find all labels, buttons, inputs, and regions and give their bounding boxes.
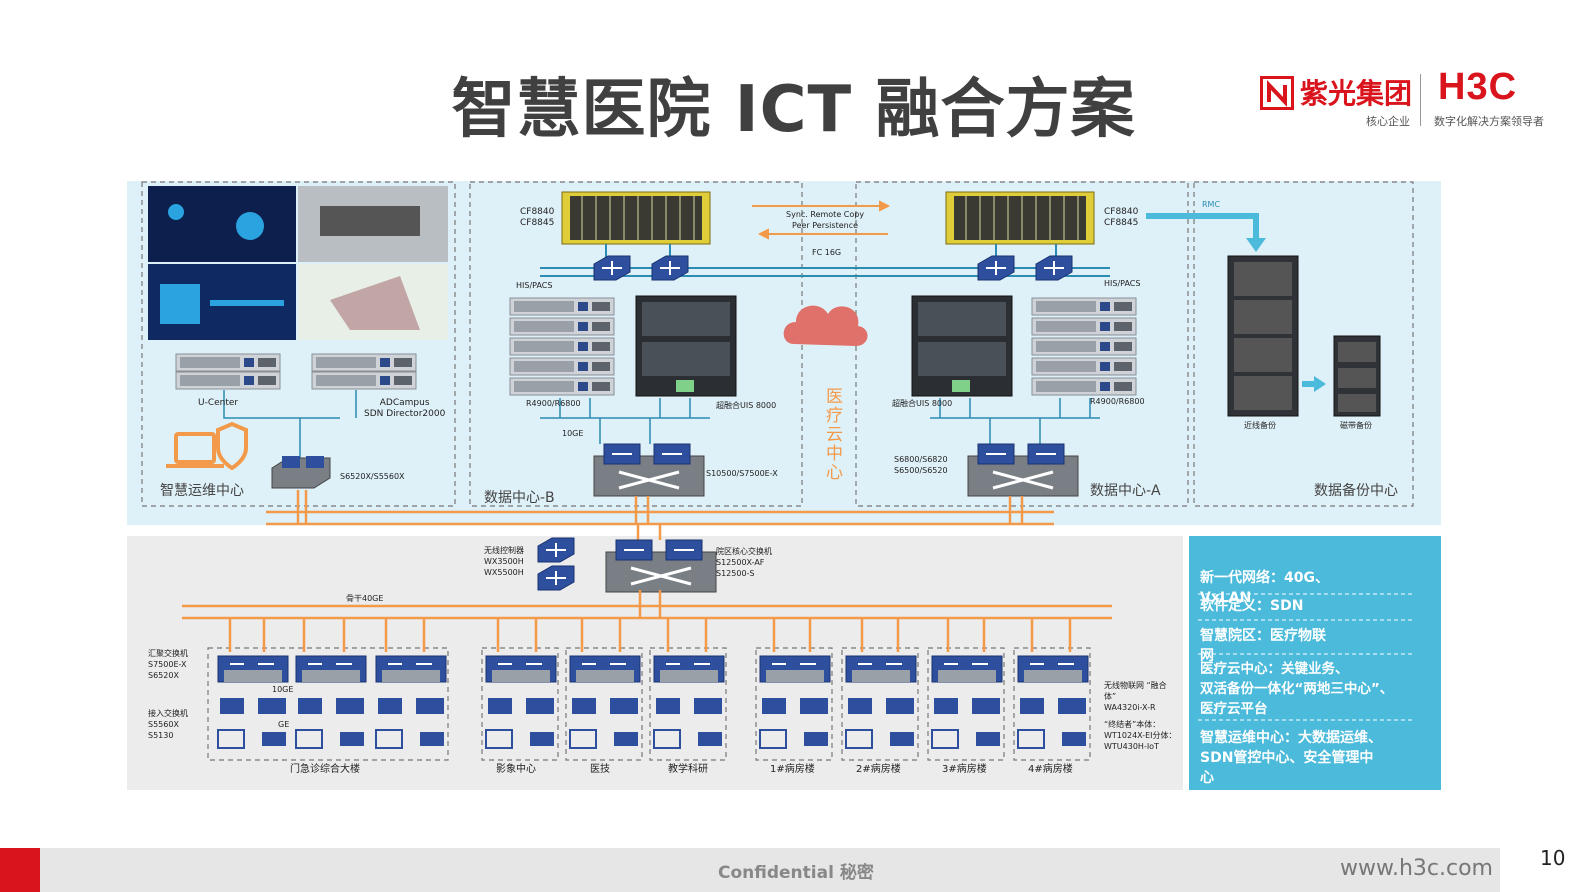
dcb-switch-label: S10500/S7500E-X	[706, 469, 778, 478]
zone-dcb-label: 数据中心-B	[484, 490, 555, 506]
r4900-right-label: R4900/R6800	[1090, 397, 1145, 406]
rmc-arrow	[1146, 213, 1259, 240]
tape-label: 磁带备份	[1340, 421, 1372, 430]
building-label-6: 2#病房楼	[856, 764, 901, 775]
backbone-links	[182, 590, 1112, 652]
his-left-label: HIS/PACS	[516, 281, 553, 290]
footer-accent	[0, 848, 40, 892]
group-8-border	[1013, 647, 1091, 761]
building-label-2: 影象中心	[496, 764, 536, 775]
wlc-label: 无线控制器 WX3500H WX5500H	[484, 546, 524, 577]
ucenter-label: U-Center	[198, 398, 239, 408]
building-label-7: 3#病房楼	[942, 764, 987, 775]
nearline-label: 近线备份	[1244, 421, 1276, 430]
group-name: 紫光集团	[1300, 77, 1413, 110]
dcb-rack-servers	[509, 297, 615, 396]
adcampus-label: ADCampus SDN Director2000	[364, 398, 446, 419]
zone-cloud-label: 医疗云中心	[826, 387, 843, 483]
building-label-5: 1#病房楼	[770, 764, 815, 775]
access-switch-label: 接入交换机 S5560X S5130	[148, 709, 188, 740]
group-5-border	[755, 647, 833, 761]
group-7-border	[927, 647, 1005, 761]
nearline-backup	[1227, 255, 1299, 417]
access-link-label: GE	[278, 720, 290, 729]
info-item-network: 新一代网络：40G、 VxLAN	[1200, 570, 1329, 606]
ten-ge-label: 10GE	[562, 429, 584, 438]
brand-tagline: 数字化解决方案领导者	[1434, 115, 1544, 128]
dca-switch-label: S6800/S6820 S6500/S6520	[894, 455, 948, 475]
footer-url: www.h3c.com	[1340, 856, 1493, 881]
ops-security-icon	[166, 421, 248, 471]
confidential-label: Confidential 秘密	[718, 863, 874, 883]
group-tagline: 核心企业	[1366, 115, 1410, 128]
page-title: 智慧医院 ICT 融合方案	[451, 73, 1136, 147]
info-panel-bg	[1189, 536, 1441, 790]
rmc-label: RMC	[1202, 200, 1221, 209]
unigroup-logo-icon	[1260, 76, 1294, 110]
agg-switch-label: 汇聚交换机 S7500E-X S6520X	[148, 649, 188, 680]
uis-left-label: 超融合UIS 8000	[716, 401, 777, 410]
cloud-icon	[783, 305, 868, 346]
building-label-8: 4#病房楼	[1028, 764, 1073, 775]
ops-switch-label: S6520X/S5560X	[340, 472, 405, 481]
group-6-border	[841, 647, 919, 761]
building-label-1: 门急诊综合大楼	[290, 764, 360, 775]
building-label-4: 教学科研	[668, 764, 708, 775]
zone-backup-label: 数据备份中心	[1314, 483, 1398, 499]
building-label-3: 医技	[590, 764, 610, 775]
dca-hyperconverged	[911, 295, 1013, 397]
page-number: 10	[1540, 846, 1566, 870]
dca-rack-servers	[1031, 297, 1137, 396]
backup-zone-border	[1193, 181, 1414, 507]
info-item-iot: 智慧院区：医疗物联 网	[1200, 628, 1326, 664]
dcb-hyperconverged	[635, 295, 737, 397]
brand-logo: H3C	[1438, 66, 1518, 108]
cf-left-label: CF8840 CF8845	[520, 207, 555, 228]
sync-label: Sync. Remote Copy Peer Persistence	[786, 210, 865, 230]
his-right-label: HIS/PACS	[1104, 279, 1141, 288]
dca-storage-array	[945, 191, 1095, 245]
ucenter-server	[175, 353, 281, 390]
info-item-cloud: 医疗云中心：关键业务、 双活备份一体化“两地三中心”、 医疗云平台	[1200, 661, 1394, 717]
info-item-sdn: 软件定义：SDN	[1200, 598, 1304, 614]
zone-ops-label: 智慧运维中心	[160, 483, 244, 499]
zone-dca-label: 数据中心-A	[1090, 483, 1161, 499]
tape-backup	[1333, 335, 1381, 417]
sync-arrows	[752, 200, 891, 240]
fc-links	[540, 244, 1110, 277]
group-1-border	[207, 647, 449, 761]
fc-label: FC 16G	[812, 248, 842, 257]
logo-divider	[1420, 74, 1421, 126]
dc-orange-links	[266, 490, 1054, 540]
adcampus-server	[311, 353, 417, 390]
ops-switch	[271, 456, 331, 489]
dcb-storage-array	[561, 191, 711, 245]
info-item-ops: 智慧运维中心：大数据运维、 SDN管控中心、安全管理中 心	[1200, 730, 1382, 786]
group-2-border	[481, 647, 559, 761]
uis-right-label: 超融合UIS 8000	[892, 399, 953, 408]
agg-link-label: 10GE	[272, 685, 294, 694]
iot-label: 无线物联网 “融合 体” WA4320i-X-R	[1104, 681, 1167, 712]
r4900-left-label: R4900/R6800	[526, 399, 581, 408]
ops-dashboard-screens	[148, 186, 448, 340]
campus-core-label: 院区核心交换机 S12500X-AF S12500-S	[716, 547, 772, 578]
group-3-border	[565, 647, 643, 761]
footer-bar	[0, 848, 1500, 892]
cf-right-label: CF8840 CF8845	[1104, 207, 1139, 228]
backbone-label: 骨干40GE	[346, 594, 384, 603]
endpoint-label: “终结者”本体： WT1024X-EI分体： WTU430H-IoT	[1104, 720, 1177, 751]
group-4-border	[649, 647, 727, 761]
